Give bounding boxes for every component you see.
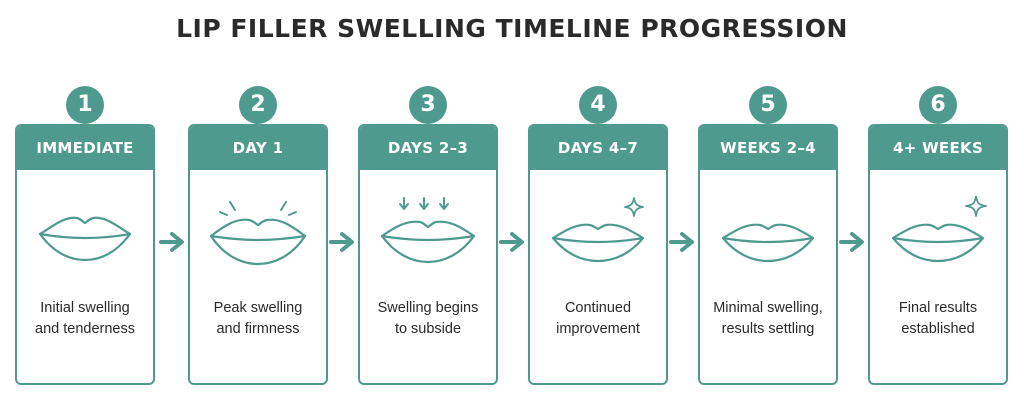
step-2: 2 DAY 1 Peak swelling and firmness [188,86,328,385]
step-card: IMMEDIATE Initial swelling and tendernes… [15,124,155,385]
step-label: WEEKS 2–4 [700,126,836,170]
step-description: Minimal swelling, results settling [704,298,832,340]
lips-subsiding-icon [380,197,476,264]
step-description-line-1: Swelling begins [377,300,479,316]
step-card: DAY 1 Peak swelling and firmness [188,124,328,385]
lips-icon [38,216,132,262]
lips-swollen-icon [209,201,307,266]
step-description-line-2: to subside [394,321,462,337]
step-label: 4+ WEEKS [870,126,1006,170]
step-description-line-1: Initial swelling [40,300,130,316]
step-description-line-2: established [901,321,975,337]
step-description-line-1: Continued [564,300,632,316]
step-number-badge: 5 [749,86,787,124]
arrow-right-icon [669,232,694,252]
page-title: LIP FILLER SWELLING TIMELINE PROGRESSION [176,14,848,43]
step-number-badge: 2 [239,86,277,124]
step-description-line-2: and tenderness [35,321,135,337]
step-description-line-2: improvement [556,321,640,337]
step-3: 3 DAYS 2–3 Swelling begins to subside [358,86,498,385]
step-description: Swelling begins to subside [364,298,492,340]
lips-icon [721,223,815,263]
step-number-badge: 6 [919,86,957,124]
step-description: Final results established [874,298,1002,340]
step-description-line-2: and firmness [216,321,300,337]
lips-sparkle-icon [891,196,987,263]
step-card: WEEKS 2–4 Minimal swelling, results sett… [698,124,838,385]
step-description-line-2: results settling [721,321,815,337]
step-card: DAYS 2–3 Swelling begins to subside [358,124,498,385]
step-1: 1 IMMEDIATE Initial swelling and tendern… [15,86,155,385]
step-label: DAY 1 [190,126,326,170]
arrow-right-icon [159,232,184,252]
step-number-badge: 4 [579,86,617,124]
step-label: DAYS 4–7 [530,126,666,170]
arrow-right-icon [839,232,864,252]
step-4: 4 DAYS 4–7 Continued improvement [528,86,668,385]
step-description: Initial swelling and tenderness [21,298,149,340]
step-description-line-1: Peak swelling [213,300,303,316]
step-label: IMMEDIATE [17,126,153,170]
step-number-badge: 3 [409,86,447,124]
step-card: DAYS 4–7 Continued improvement [528,124,668,385]
step-description: Peak swelling and firmness [194,298,322,340]
step-6: 6 4+ WEEKS Final results established [868,86,1008,385]
arrow-right-icon [329,232,354,252]
lips-sparkle-icon [551,197,645,263]
step-description-line-1: Minimal swelling, [713,300,823,316]
arrow-right-icon [499,232,524,252]
step-5: 5 WEEKS 2–4 Minimal swelling, results se… [698,86,838,385]
step-label: DAYS 2–3 [360,126,496,170]
step-description-line-1: Final results [898,300,978,316]
step-number-badge: 1 [66,86,104,124]
step-card: 4+ WEEKS Final results established [868,124,1008,385]
step-description: Continued improvement [534,298,662,340]
